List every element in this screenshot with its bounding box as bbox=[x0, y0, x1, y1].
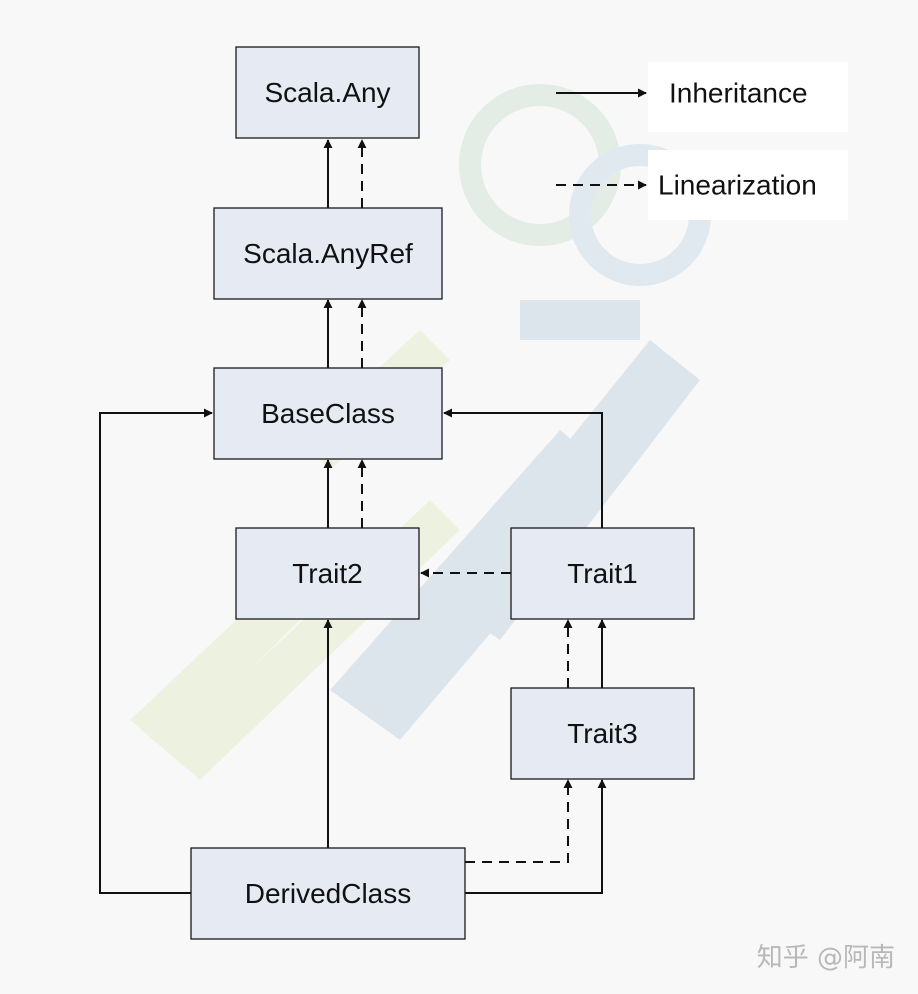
node-box-trait1 bbox=[510, 527, 695, 620]
node-box-trait3 bbox=[510, 687, 695, 780]
node-label-anyref: Scala.AnyRef bbox=[243, 238, 413, 269]
edge-inheritance-trait1-to-base bbox=[443, 408, 603, 528]
watermark-text: 知乎 @阿南 bbox=[757, 943, 895, 973]
edges-layer bbox=[99, 139, 607, 894]
legend: Inheritance Linearization bbox=[556, 62, 848, 220]
node-trait1: Trait1 bbox=[510, 527, 695, 620]
legend-bg-linearization bbox=[648, 150, 848, 220]
legend-linearization-label: Linearization bbox=[658, 170, 817, 201]
node-label-trait2: Trait2 bbox=[292, 558, 363, 589]
legend-bg-inheritance bbox=[648, 62, 848, 132]
node-label-any: Scala.Any bbox=[264, 77, 390, 108]
node-box-base bbox=[213, 367, 443, 460]
edge-linearization-derived-to-trait3 bbox=[465, 779, 573, 863]
node-label-trait1: Trait1 bbox=[567, 558, 638, 589]
node-box-trait2 bbox=[235, 527, 420, 620]
legend-inheritance-label: Inheritance bbox=[669, 78, 808, 109]
node-anyref: Scala.AnyRef bbox=[213, 207, 443, 300]
edge-inheritance-derived-to-trait3 bbox=[465, 779, 607, 894]
edge-inheritance-derived-to-base bbox=[99, 408, 213, 894]
node-any: Scala.Any bbox=[235, 46, 420, 139]
node-derived: DerivedClass bbox=[190, 847, 466, 940]
node-box-derived bbox=[190, 847, 466, 940]
node-base: BaseClass bbox=[213, 367, 443, 460]
node-trait2: Trait2 bbox=[235, 527, 420, 620]
node-box-anyref bbox=[213, 207, 443, 300]
node-label-trait3: Trait3 bbox=[567, 718, 638, 749]
node-trait3: Trait3 bbox=[510, 687, 695, 780]
node-label-derived: DerivedClass bbox=[245, 878, 412, 909]
node-label-base: BaseClass bbox=[261, 398, 395, 429]
node-box-any bbox=[235, 46, 420, 139]
